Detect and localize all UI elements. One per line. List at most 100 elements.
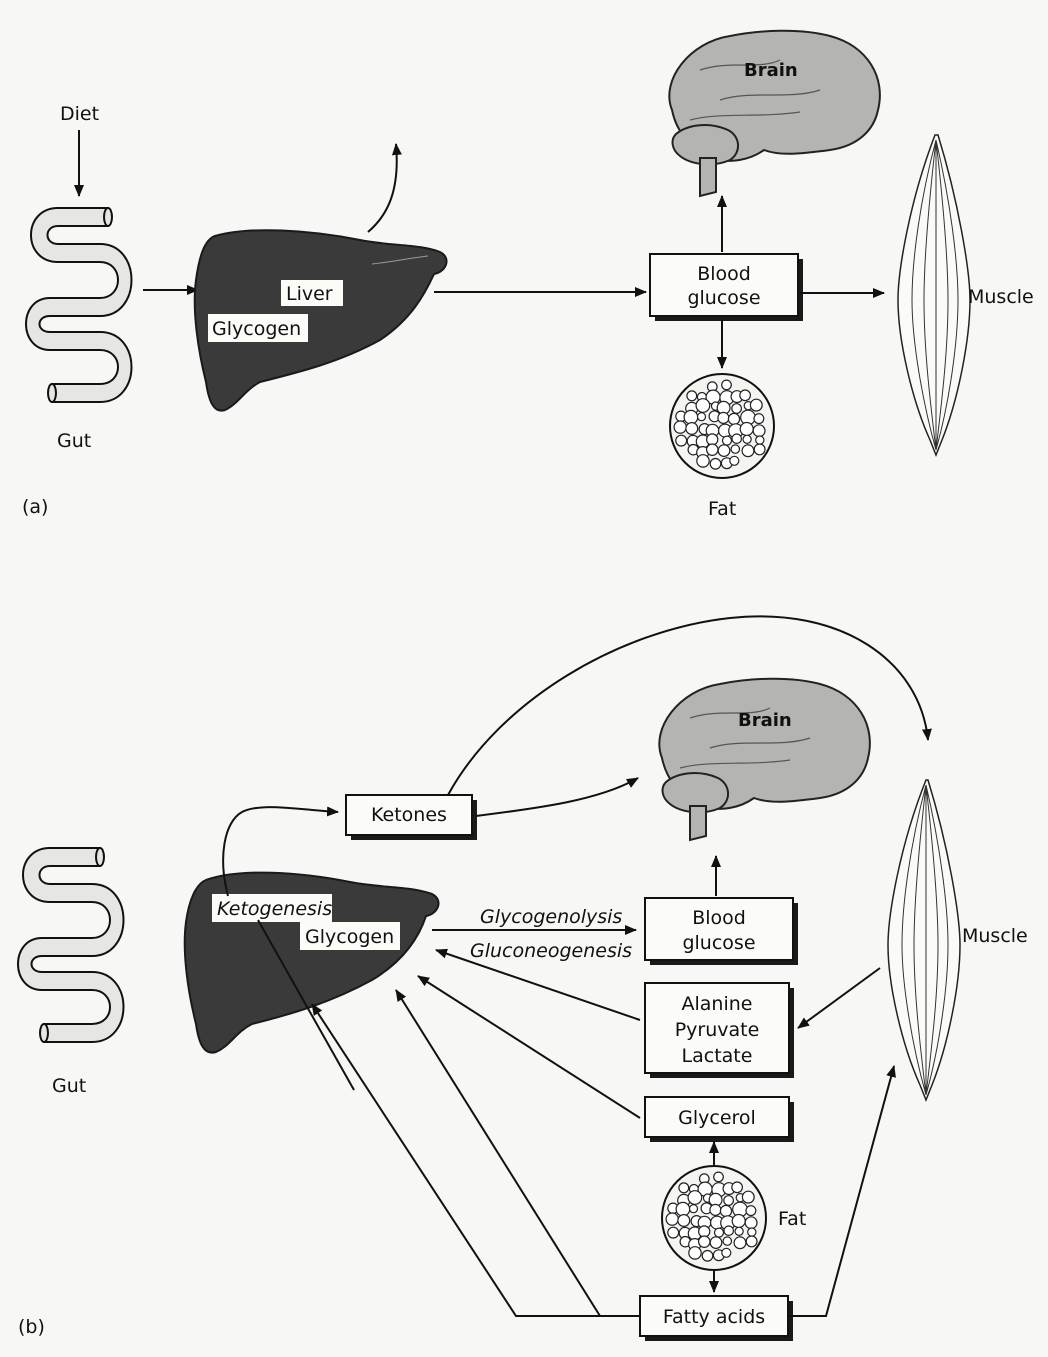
fat-tissue-icon (662, 1166, 766, 1270)
fat-cell (678, 1215, 690, 1227)
blood-glucose-box-b: Blood glucose (645, 898, 798, 965)
fat-cell (684, 410, 698, 424)
fat-cell (732, 1182, 743, 1193)
glycogenolysis-label: Glycogenolysis (480, 906, 622, 928)
blood-glucose-line1-a: Blood (697, 263, 751, 285)
fat-cell (748, 1228, 756, 1236)
fat-cell (676, 435, 687, 446)
muscle-icon (898, 135, 970, 455)
gut-icon (26, 208, 132, 402)
fat-cell (728, 413, 739, 424)
fat-label-a: Fat (708, 498, 736, 520)
fat-cell (722, 380, 732, 390)
fat-cell (742, 445, 754, 457)
ketones-label: Ketones (371, 804, 447, 826)
fat-cell (710, 1204, 721, 1215)
alanine-label: Alanine (682, 993, 753, 1015)
fat-cell (754, 414, 764, 424)
ketones-box: Ketones (346, 795, 477, 840)
glycerol-box: Glycerol (645, 1097, 794, 1142)
fat-cell (689, 1247, 701, 1259)
glycogen-label-a: Glycogen (212, 318, 301, 340)
fat-cell (707, 444, 718, 455)
liver-output-arrow (368, 144, 397, 232)
fat-cell (718, 412, 729, 423)
fat-cell (710, 1237, 722, 1249)
fat-cell (723, 1237, 731, 1245)
panel-a-letter: (a) (22, 496, 48, 518)
fat-cell (718, 445, 730, 457)
fatty-acids-label: Fatty acids (663, 1306, 765, 1328)
fat-cell (745, 1217, 757, 1229)
brain-icon: Brain (659, 679, 870, 840)
fat-cell (688, 1191, 702, 1205)
fatty-acids-to-liver-arrow-2 (396, 990, 600, 1316)
fat-cell (754, 444, 765, 455)
fat-cell (687, 391, 697, 401)
fat-cell (697, 455, 709, 467)
alanine-pyruvate-lactate-box: Alanine Pyruvate Lactate (645, 983, 794, 1078)
muscle-label-a: Muscle (968, 286, 1034, 308)
fat-cell (750, 399, 762, 411)
fat-cell (735, 1227, 743, 1235)
fat-cell (742, 1191, 754, 1203)
fatty-acids-to-muscle-arrow (788, 1066, 894, 1316)
muscle-icon (888, 780, 960, 1100)
blood-glucose-line2-a: glucose (687, 287, 760, 309)
blood-glucose-line2-b: glucose (682, 932, 755, 954)
fat-cell (714, 1172, 724, 1182)
panel-b-letter: (b) (18, 1316, 45, 1338)
pyruvate-label: Pyruvate (675, 1019, 760, 1041)
fat-cell (746, 1236, 757, 1247)
gut-label: Gut (57, 430, 91, 452)
fatty-acids-to-liver-arrow-1 (312, 1004, 640, 1316)
fat-cell (731, 445, 739, 453)
fat-cell (676, 1202, 690, 1216)
gut-icon (18, 848, 124, 1042)
fat-cell (690, 1205, 698, 1213)
panel-b: Gut Ketogenesis Glycogen Ketones Brain (18, 616, 1028, 1341)
fat-cell (753, 425, 765, 437)
muscle-label-b: Muscle (962, 925, 1028, 947)
glycerol-label: Glycerol (678, 1107, 756, 1129)
fat-cell (723, 436, 732, 445)
fat-cell (696, 399, 710, 413)
fat-cell (724, 1196, 734, 1206)
fat-cell (724, 1226, 733, 1235)
fat-cell (710, 459, 721, 470)
lactate-label: Lactate (682, 1045, 753, 1067)
gluconeogenesis-label: Gluconeogenesis (470, 940, 632, 962)
fat-cell (730, 456, 739, 465)
liver-label: Liver (286, 283, 333, 305)
fatty-acids-box: Fatty acids (640, 1296, 793, 1341)
fat-cell (699, 1236, 710, 1247)
ketogenesis-label: Ketogenesis (217, 898, 332, 920)
fat-cell (674, 421, 686, 433)
fat-cell (679, 1183, 689, 1193)
fat-cell (732, 1215, 745, 1228)
brain-icon: Brain (669, 31, 880, 196)
ketones-to-brain-arrow (476, 778, 638, 816)
fat-cell (702, 1251, 713, 1262)
fat-cell (756, 436, 764, 444)
fat-cell (732, 434, 741, 443)
panel-a: Diet Gut Liver Glycogen Blood glucose (22, 31, 1034, 520)
fat-cell (746, 1206, 756, 1216)
muscle-to-alanine-arrow (798, 968, 880, 1028)
glycerol-to-liver-arrow (418, 976, 640, 1118)
blood-glucose-box-a: Blood glucose (650, 254, 803, 321)
fat-cell (743, 435, 751, 443)
fat-cell (734, 1237, 746, 1249)
fat-cell (668, 1227, 679, 1238)
fat-cell (715, 1228, 724, 1237)
fat-cell (698, 413, 706, 421)
brain-label-a: Brain (744, 60, 798, 81)
fat-cell (686, 423, 698, 435)
blood-glucose-line1-b: Blood (692, 907, 746, 929)
fat-cell (740, 390, 751, 401)
fat-tissue-icon (670, 374, 774, 478)
gut-label-b: Gut (52, 1075, 86, 1097)
glycogen-label-b: Glycogen (305, 926, 394, 948)
fat-cell (740, 423, 753, 436)
